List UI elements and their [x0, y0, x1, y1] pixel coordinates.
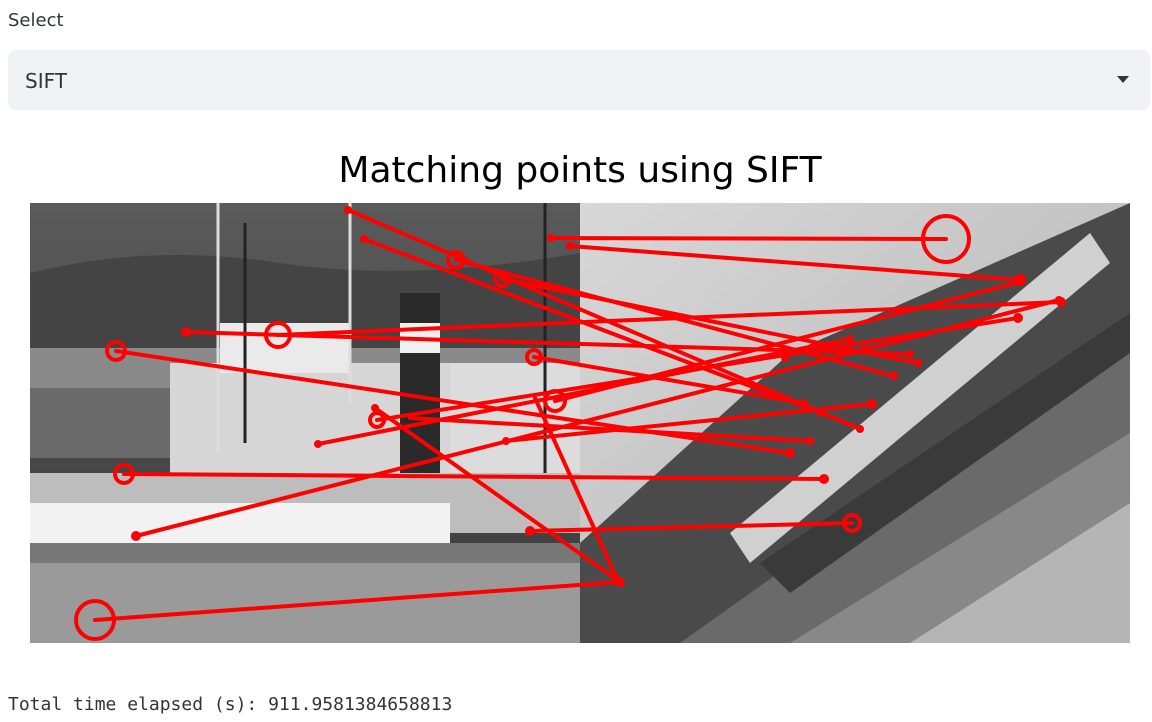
plot-title: Matching points using SIFT: [338, 150, 822, 191]
matching-image: [30, 203, 1130, 643]
caret-down-icon[interactable]: [1116, 74, 1130, 84]
elapsed-label: Total time elapsed (s):: [8, 694, 258, 715]
select-label: Select: [8, 10, 64, 31]
elapsed-value: 911.9581384658813: [268, 694, 453, 715]
match-lines: [93, 208, 1063, 622]
keypoints: [74, 214, 971, 641]
select-value: SIFT: [25, 69, 67, 93]
keypoint-dots: [131, 206, 1066, 587]
method-select[interactable]: SIFT: [8, 50, 1150, 110]
elapsed-time-text: Total time elapsed (s): 911.958138465881…: [8, 694, 452, 715]
matching-figure: [30, 203, 1130, 643]
